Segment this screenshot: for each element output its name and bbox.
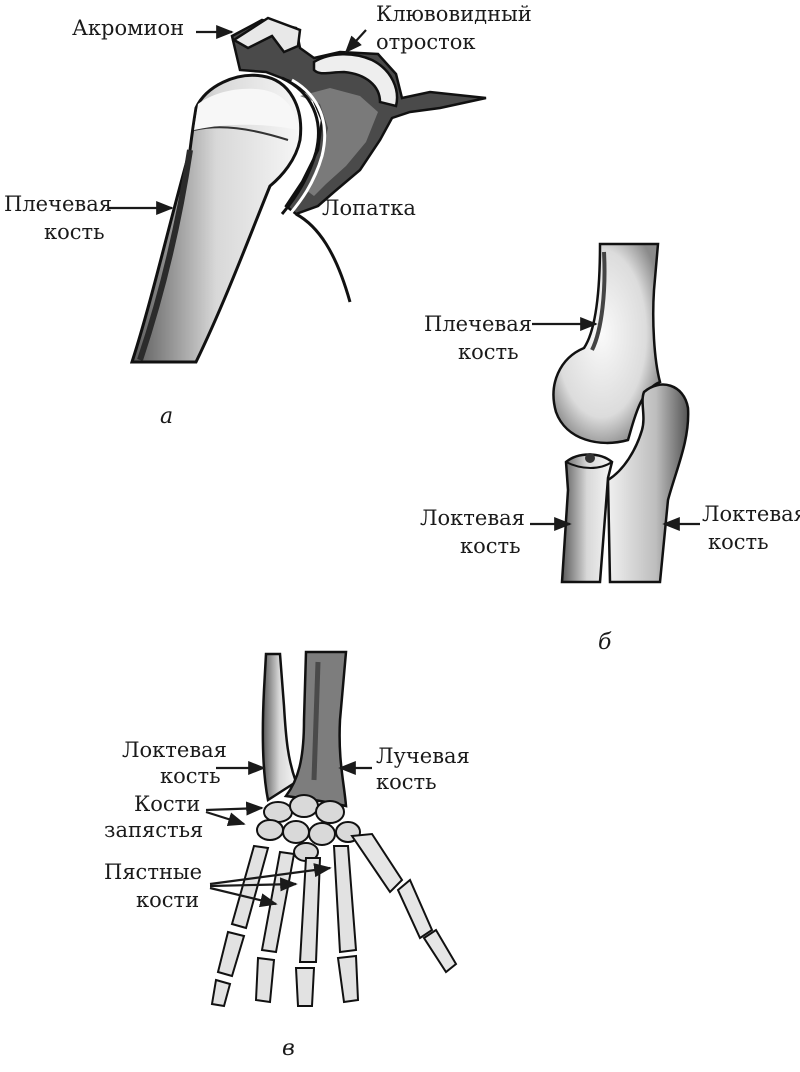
label-humerus-line2: кость bbox=[44, 220, 105, 244]
label-carpal-line2: запястья bbox=[104, 818, 204, 842]
scapula-edge bbox=[295, 212, 352, 303]
panel-a-shoulder bbox=[129, 16, 487, 364]
elbow-humerus-bone bbox=[552, 242, 662, 445]
label-wrist-radius-line2: кость bbox=[376, 770, 437, 794]
label-carpal-line1: Кости bbox=[134, 792, 201, 816]
caption-b: б bbox=[598, 630, 612, 655]
elbow-radius-bone bbox=[560, 453, 614, 584]
label-elbow-humerus-line1: Плечевая bbox=[424, 312, 532, 336]
label-elbow-ulna-left-line1: Локтевая bbox=[420, 506, 525, 530]
finger-bones bbox=[210, 844, 360, 1008]
caption-a: а bbox=[160, 404, 174, 429]
label-elbow-ulna-left-line2: кость bbox=[460, 534, 521, 558]
label-metacarpal-line1: Пястные bbox=[104, 860, 203, 884]
label-metacarpal-line2: кости bbox=[136, 888, 200, 912]
label-coracoid-line1: Клювовидный bbox=[376, 2, 532, 26]
label-wrist-ulna-line2: кость bbox=[160, 764, 221, 788]
label-elbow-ulna-right-line2: кость bbox=[708, 530, 769, 554]
coracoid-bone bbox=[312, 53, 399, 108]
panel-b-elbow bbox=[552, 242, 690, 584]
pointer-arrows bbox=[108, 24, 700, 908]
label-humerus-line1: Плечевая bbox=[4, 192, 112, 216]
acromion-bone bbox=[231, 16, 302, 54]
elbow-ulna-bone bbox=[606, 383, 690, 584]
caption-c: в bbox=[282, 1036, 295, 1061]
label-wrist-ulna-line1: Локтевая bbox=[122, 738, 227, 762]
label-wrist-radius-line1: Лучевая bbox=[376, 744, 470, 768]
label-elbow-humerus-line2: кость bbox=[458, 340, 519, 364]
label-acromion: Акромион bbox=[72, 16, 185, 40]
label-elbow-ulna-right-line1: Локтевая bbox=[702, 502, 800, 526]
carpal-bones bbox=[256, 794, 361, 862]
label-coracoid-line2: отросток bbox=[376, 30, 476, 54]
wrist-ulna-bone bbox=[261, 652, 298, 803]
thumb-bones bbox=[350, 832, 458, 974]
label-scapula: Лопатка bbox=[322, 196, 416, 220]
panel-c-hand bbox=[210, 650, 458, 1008]
humerus-bone bbox=[129, 73, 303, 364]
